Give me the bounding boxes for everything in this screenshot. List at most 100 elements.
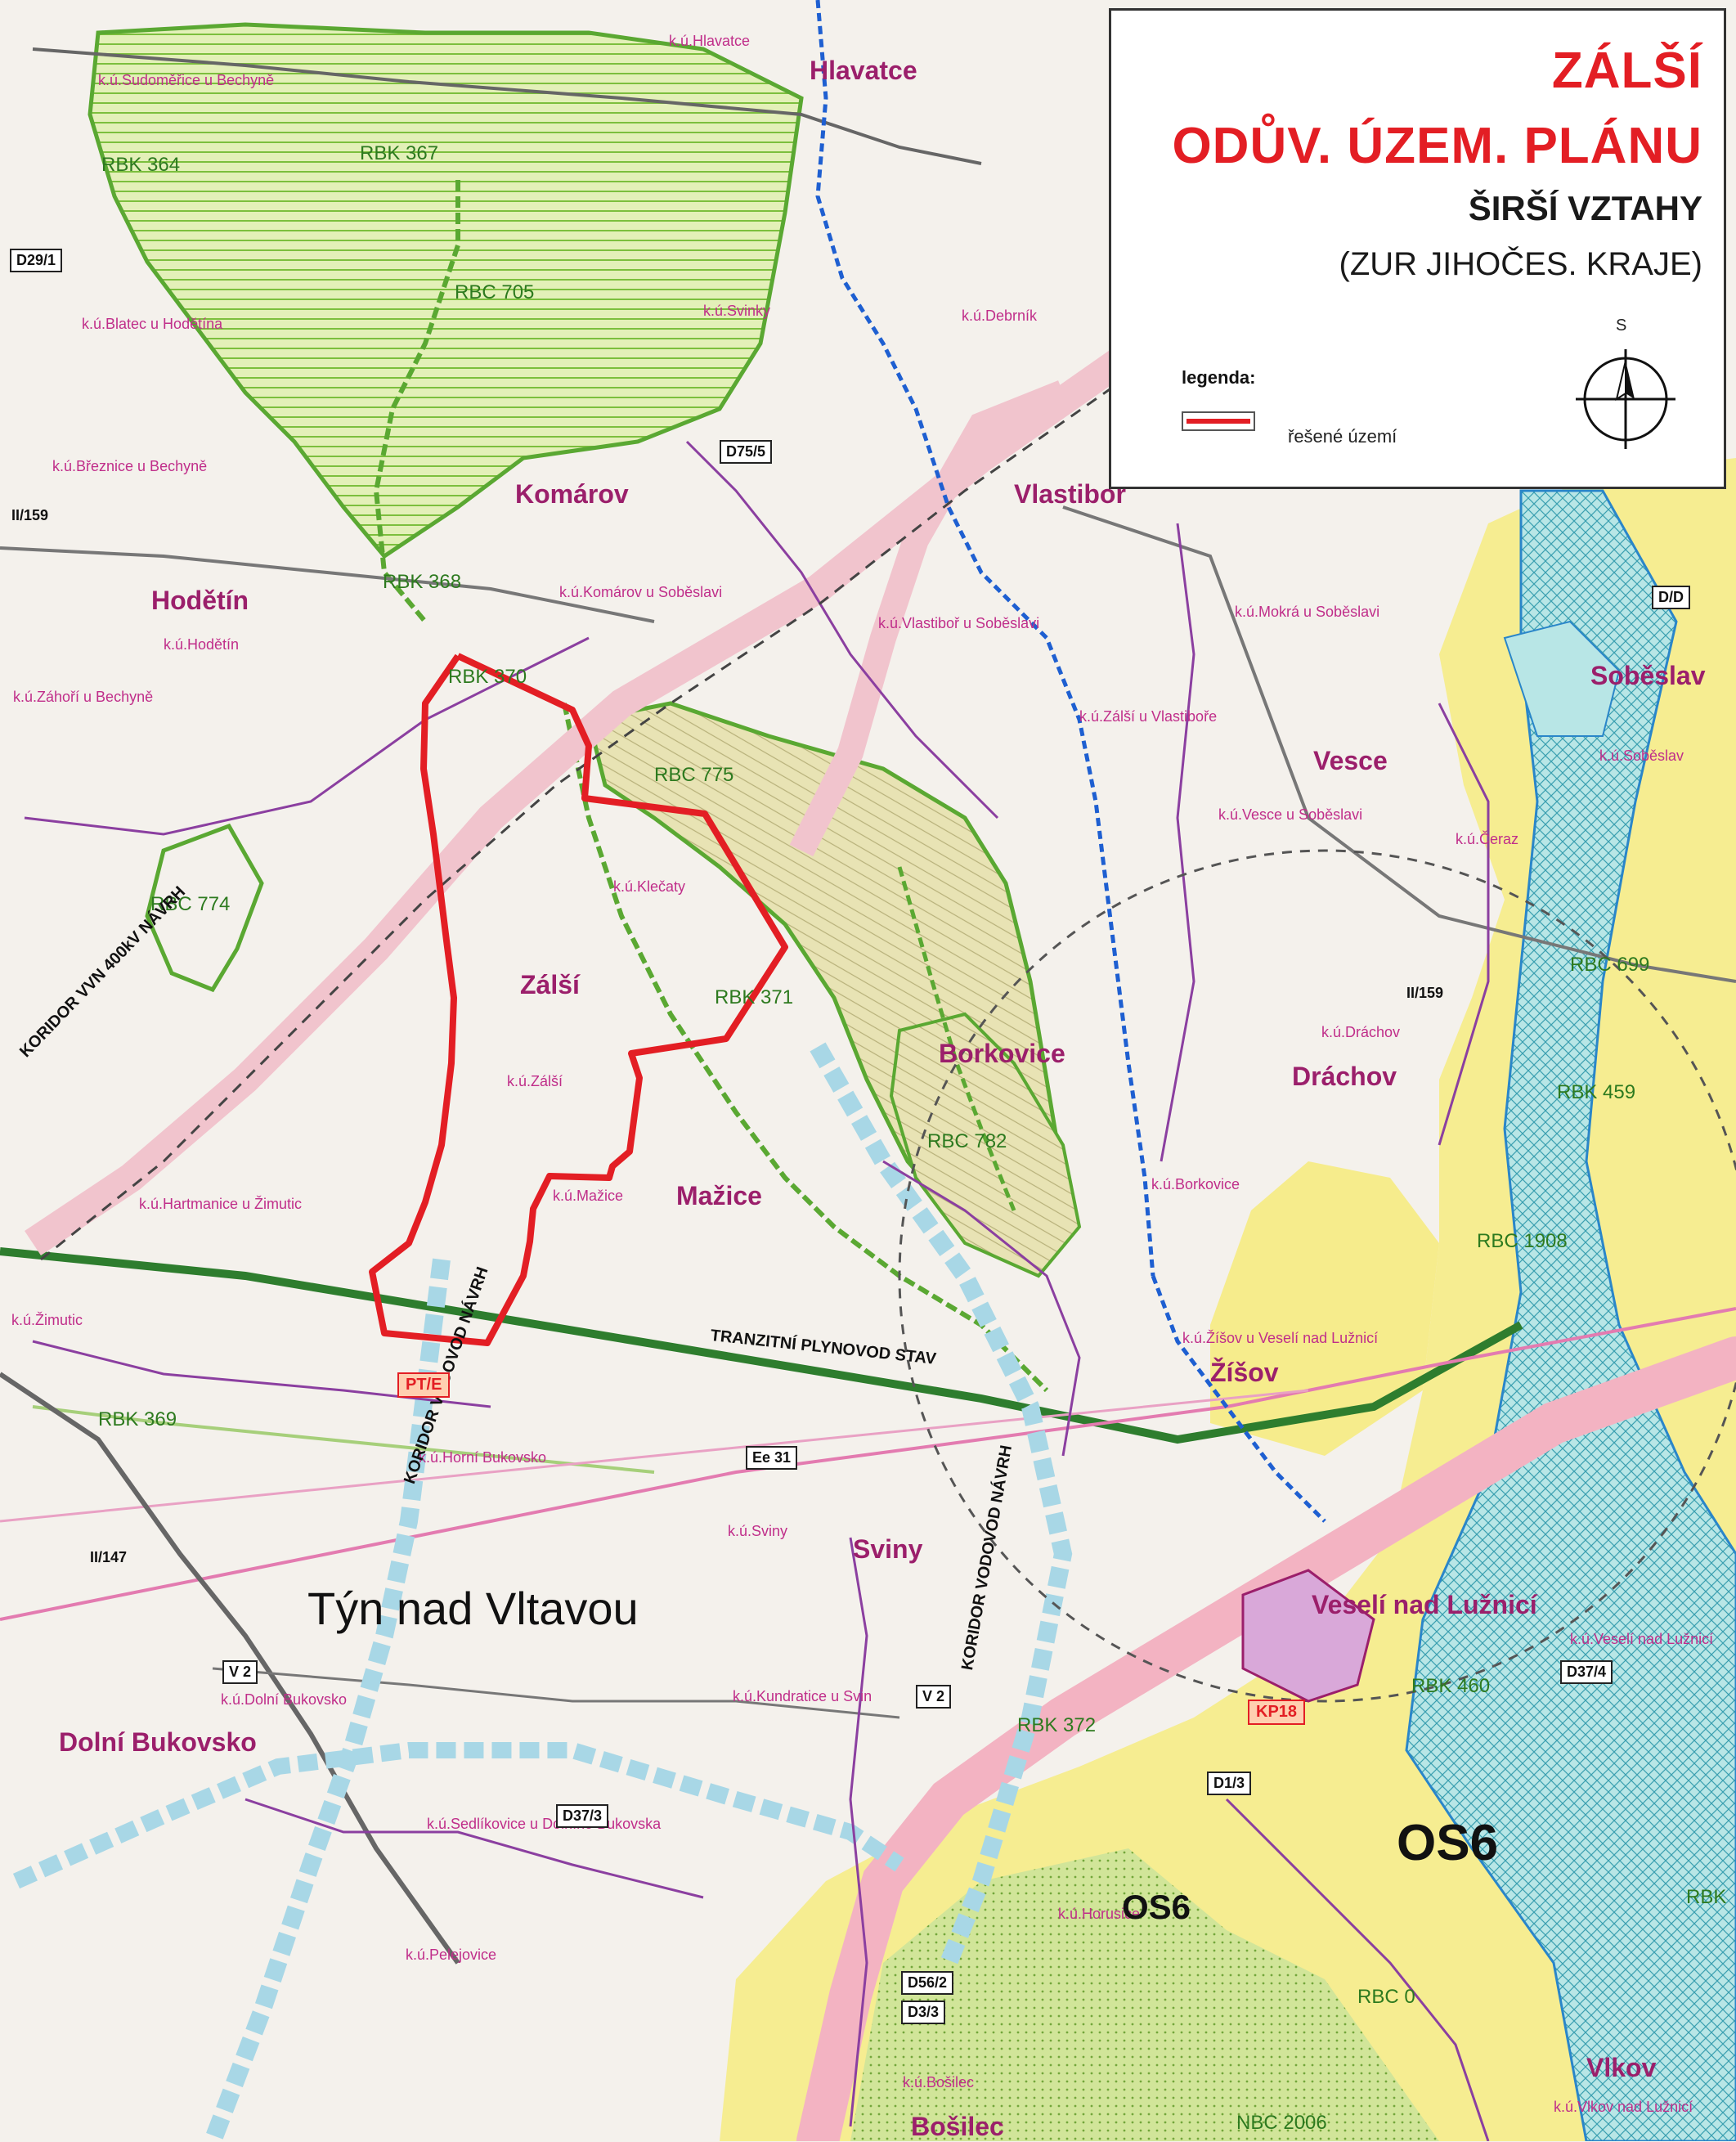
cadastral-label: k.ú.Dráchov xyxy=(1321,1024,1401,1040)
road-label: II/159 xyxy=(1406,985,1444,1001)
road-label: II/147 xyxy=(90,1549,128,1565)
municipality-label-vlkov: Vlkov xyxy=(1586,2053,1657,2082)
north-arrow-icon xyxy=(1576,349,1675,449)
route-badge: V 2 xyxy=(222,1660,258,1684)
route-badge: D1/3 xyxy=(1207,1772,1252,1795)
cadastral-label: k.ú.Klečaty xyxy=(613,878,686,895)
cadastral-label: k.ú.Sviny xyxy=(728,1523,788,1539)
gas-pipeline xyxy=(0,1247,1523,1444)
municipality-label-bosilec: Bošilec xyxy=(911,2112,1004,2141)
cadastral-label: k.ú.Blatec u Hodětína xyxy=(82,316,223,332)
cadastral-label: k.ú.Březnice u Bechyně xyxy=(52,458,208,474)
municipality-label-sviny: Sviny xyxy=(853,1534,923,1564)
biocorridor-label: RBK 371 xyxy=(715,986,794,1008)
municipality-boundary-1 xyxy=(24,636,590,836)
road-ii-159-east xyxy=(1062,505,1736,983)
road-ii-147 xyxy=(0,1372,460,1965)
town-sobeslav xyxy=(1503,620,1621,737)
municipality-boundary-8 xyxy=(1225,1798,1490,2141)
town-label-tyn: Týn nad Vltavou xyxy=(307,1583,639,1634)
title-panel: ZÁLŠÍ ODŮV. ÚZEM. PLÁNU ŠIRŠÍ VZTAHY (ZU… xyxy=(1109,8,1726,489)
route-badge: D37/3 xyxy=(556,1804,609,1828)
road-label: II/159 xyxy=(11,507,49,523)
cadastral-label: k.ú.Pelejovice xyxy=(406,1947,497,1963)
biocorridor-label: RBC 699 xyxy=(1570,954,1650,976)
road-north xyxy=(32,47,982,165)
green-zone-south xyxy=(850,1848,1439,2141)
biocorridor-label: RBC 775 xyxy=(654,764,734,786)
legend-swatch-solved-area xyxy=(1182,411,1255,431)
legend-label-solved-area: řešené území xyxy=(1288,426,1397,447)
cadastral-label: k.ú.Soběslav xyxy=(1599,748,1684,764)
municipality-label-sobeslav: Soběslav xyxy=(1590,661,1706,690)
os6-label-small: OS6 xyxy=(1122,1888,1191,1926)
water-corridor-hlavatce xyxy=(815,0,1155,1277)
biocorridor-label: NBC 2006 xyxy=(1236,2112,1327,2134)
luznice-floodplain xyxy=(1405,489,1736,2141)
water-supply-corridor-south xyxy=(12,1742,904,1889)
biocorridor-label: RBK 369 xyxy=(98,1408,177,1430)
map-subtitle: ODŮV. ÚZEM. PLÁNU xyxy=(1172,118,1702,174)
biocorridor-label: RBK 460 xyxy=(1411,1675,1491,1697)
municipality-label-zalsi: Zálší xyxy=(520,970,580,999)
cadastral-label: k.ú.Čeraz xyxy=(1456,831,1519,847)
cadastral-label: k.ú.Vesce u Soběslavi xyxy=(1218,806,1363,823)
rbc-782-area xyxy=(889,1012,1082,1278)
municipality-label-komarov: Komárov xyxy=(515,479,629,509)
water-supply-corridor-west xyxy=(204,1258,451,2141)
route-badge: D3/3 xyxy=(901,2001,946,2024)
cadastral-label: k.ú.Debrník xyxy=(962,308,1038,324)
vvn-corridor-line xyxy=(40,375,1129,1261)
biocorridor-label: RBC 774 xyxy=(150,893,231,915)
route-badge: D37/4 xyxy=(1560,1660,1613,1684)
biocorridor-label: RBK 364 xyxy=(101,154,181,176)
os6-label-large: OS6 xyxy=(1397,1815,1499,1871)
cadastral-label: k.ú.Horní Bukovsko xyxy=(419,1449,547,1466)
pink-line-2 xyxy=(0,1389,1309,1523)
cadastral-label: k.ú.Komárov u Soběslavi xyxy=(559,584,723,600)
municipality-label-zisov: Žíšov xyxy=(1210,1358,1279,1387)
town-veseli xyxy=(1241,1569,1375,1703)
municipality-label-mazice: Mažice xyxy=(676,1181,762,1210)
municipality-label-vesce: Vesce xyxy=(1313,746,1388,775)
rbc-774-area xyxy=(145,823,264,993)
biocorridor-label: RBK 367 xyxy=(360,142,439,164)
cadastral-label: k.ú.Veselí nad Lužnicí xyxy=(1570,1631,1714,1647)
municipality-label-borkovice: Borkovice xyxy=(939,1039,1065,1068)
north-label: S xyxy=(1616,317,1627,335)
municipality-boundary-7 xyxy=(244,1798,704,1899)
road-v2 xyxy=(212,1667,900,1719)
municipality-boundary-3 xyxy=(882,1160,1081,1457)
route-badge: D75/5 xyxy=(720,440,773,464)
route-badge: Ee 31 xyxy=(746,1446,798,1470)
rbc-705-area xyxy=(87,22,804,559)
cadastral-label: k.ú.Dolní Bukovsko xyxy=(221,1691,348,1708)
municipality-boundary-6 xyxy=(849,1537,868,2127)
water-supply-corridor-east xyxy=(810,1042,1073,1967)
cadastral-label: k.ú.Hodětín xyxy=(164,636,240,653)
pt-e-badge: PT/E xyxy=(397,1372,451,1398)
cadastral-label: k.ú.Mažice xyxy=(553,1188,624,1204)
municipality-label-veseli: Veselí nad Lužnicí xyxy=(1312,1590,1537,1619)
biocorridor-line-3 xyxy=(897,866,1016,1211)
road-corridor-north xyxy=(789,380,1068,857)
biocorridor-label: RBC 705 xyxy=(455,281,535,303)
development-area-east xyxy=(1210,1161,1439,1456)
biocorridor-label: RBK 372 xyxy=(1017,1714,1097,1736)
route-badge: V 2 xyxy=(916,1685,952,1709)
biocorridor-label: RBK 368 xyxy=(383,571,462,593)
municipality-boundary-4 xyxy=(32,1340,491,1408)
cadastral-label: k.ú.Zálší u Vlastiboře xyxy=(1079,708,1218,725)
cadastral-label: k.ú.Bošilec xyxy=(903,2074,975,2090)
biocorridor-label: RBC 1908 xyxy=(1477,1230,1568,1252)
solved-area-boundary xyxy=(369,653,788,1346)
water-corridor-east xyxy=(1151,1275,1326,1523)
route-badge: D29/1 xyxy=(10,249,63,272)
municipality-label-drachov: Dráchov xyxy=(1292,1062,1397,1091)
cadastral-label: k.ú.Mokrá u Soběslavi xyxy=(1235,604,1380,620)
biocorridor-label: RBK 370 xyxy=(448,666,527,688)
cadastral-label: k.ú.Sedlíkovice u Dolního Bukovska xyxy=(427,1816,662,1832)
cadastral-label: k.ú.Zálší xyxy=(507,1073,563,1089)
biocorridor-line-1 xyxy=(373,180,460,623)
route-badge: D/D xyxy=(1652,586,1690,609)
